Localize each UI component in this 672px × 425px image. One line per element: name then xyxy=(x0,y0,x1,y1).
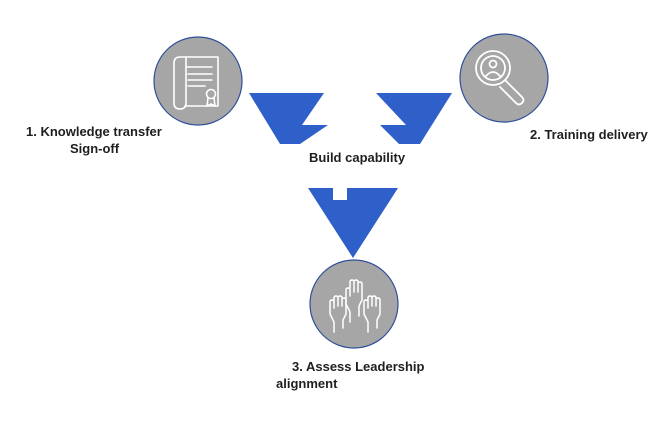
magnifier-person-icon xyxy=(475,50,525,106)
step-1-label: 1. Knowledge transfer Sign-off xyxy=(26,123,162,157)
center-label: Build capability xyxy=(309,149,405,166)
step-1-label-line-1: 1. Knowledge transfer xyxy=(26,124,162,139)
raised-hands-icon xyxy=(329,279,381,333)
step-2-label-line-1: 2. Training delivery xyxy=(530,127,648,142)
step-3-node xyxy=(309,259,399,349)
step-1-node xyxy=(153,36,243,126)
step-3-label: 3. Assess Leadership alignment xyxy=(276,358,425,392)
bottom-arrow-shape xyxy=(308,188,398,258)
step-1-label-line-2: Sign-off xyxy=(70,141,120,156)
step-3-label-line-1: 3. Assess Leadership xyxy=(292,359,425,374)
step-2-label: 2. Training delivery xyxy=(530,126,648,143)
step-3-label-line-2: alignment xyxy=(276,376,338,391)
left-arrow-shape xyxy=(249,93,328,144)
right-arrow-shape xyxy=(376,93,452,144)
step-2-node xyxy=(459,33,549,123)
center-label-text: Build capability xyxy=(309,150,406,165)
certificate-scroll-icon xyxy=(173,56,219,110)
bottom-arrow-notch xyxy=(333,186,347,200)
